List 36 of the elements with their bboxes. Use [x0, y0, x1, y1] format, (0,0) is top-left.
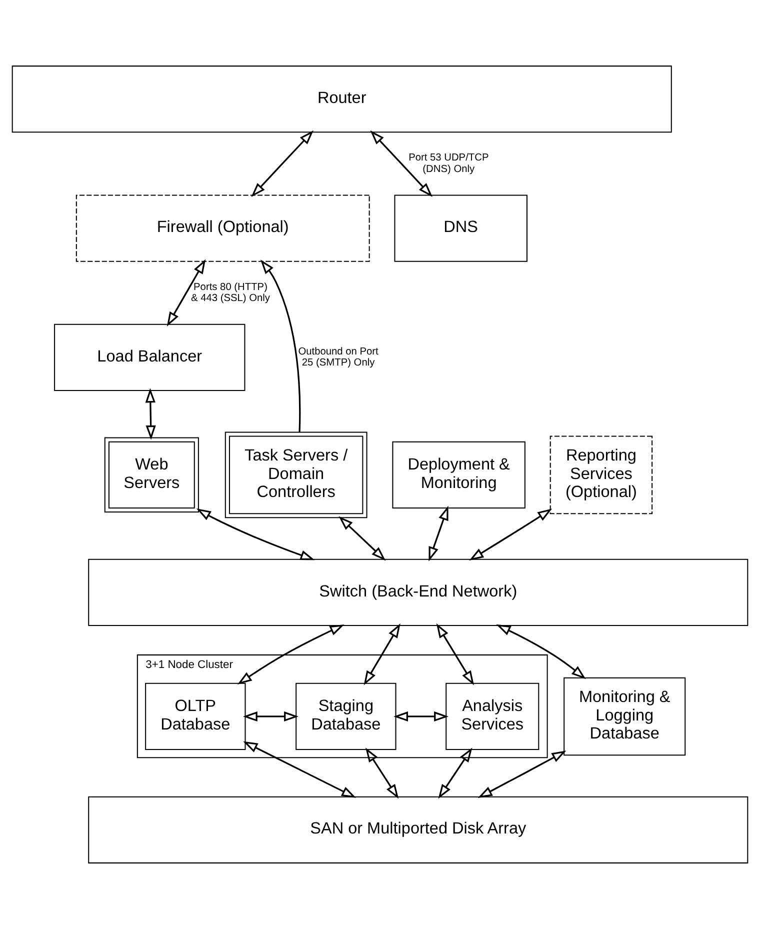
arrow	[166, 258, 206, 326]
arrow	[496, 624, 586, 679]
arrow	[365, 747, 399, 798]
arrow	[260, 259, 301, 432]
node-box: SAN or Multiported Disk Array	[88, 796, 748, 863]
node-box: Web Servers	[104, 436, 199, 512]
node-box: Staging Database	[296, 682, 396, 750]
node-box: Switch (Back-End Network)	[88, 558, 748, 626]
arrow	[338, 516, 386, 560]
arrow	[364, 622, 400, 685]
node-box: Task Servers / Domain Controllers	[224, 431, 368, 518]
arrow	[251, 130, 314, 196]
edge-label: Ports 80 (HTTP) & 443 (SSL) Only	[190, 281, 270, 304]
arrow	[242, 710, 298, 722]
arrow	[243, 740, 356, 798]
arrow	[145, 388, 156, 440]
node-box: Deployment & Monitoring	[392, 440, 526, 508]
edge-label: Outbound on Port 25 (SMTP) Only	[298, 346, 378, 368]
arrow	[436, 622, 474, 685]
edge-label: Port 53 UDP/TCP (DNS) Only	[408, 152, 489, 174]
arrow	[428, 505, 448, 561]
arrow	[438, 747, 472, 798]
arrow	[469, 508, 552, 560]
arrow	[370, 130, 433, 196]
node-box: Monitoring & Logging Database	[564, 676, 686, 756]
arrow	[478, 750, 566, 798]
node-box: Router	[12, 65, 672, 132]
node-box: Load Balancer	[54, 323, 246, 391]
arrow	[237, 624, 344, 684]
arrow	[394, 710, 449, 722]
node-box: Reporting Services (Optional)	[550, 435, 653, 514]
node-box: OLTP Database	[145, 682, 246, 750]
node-box: Analysis Services	[446, 682, 540, 750]
node-box: DNS	[394, 194, 528, 262]
node-box: Firewall (Optional)	[76, 194, 370, 262]
arrow	[196, 508, 315, 560]
